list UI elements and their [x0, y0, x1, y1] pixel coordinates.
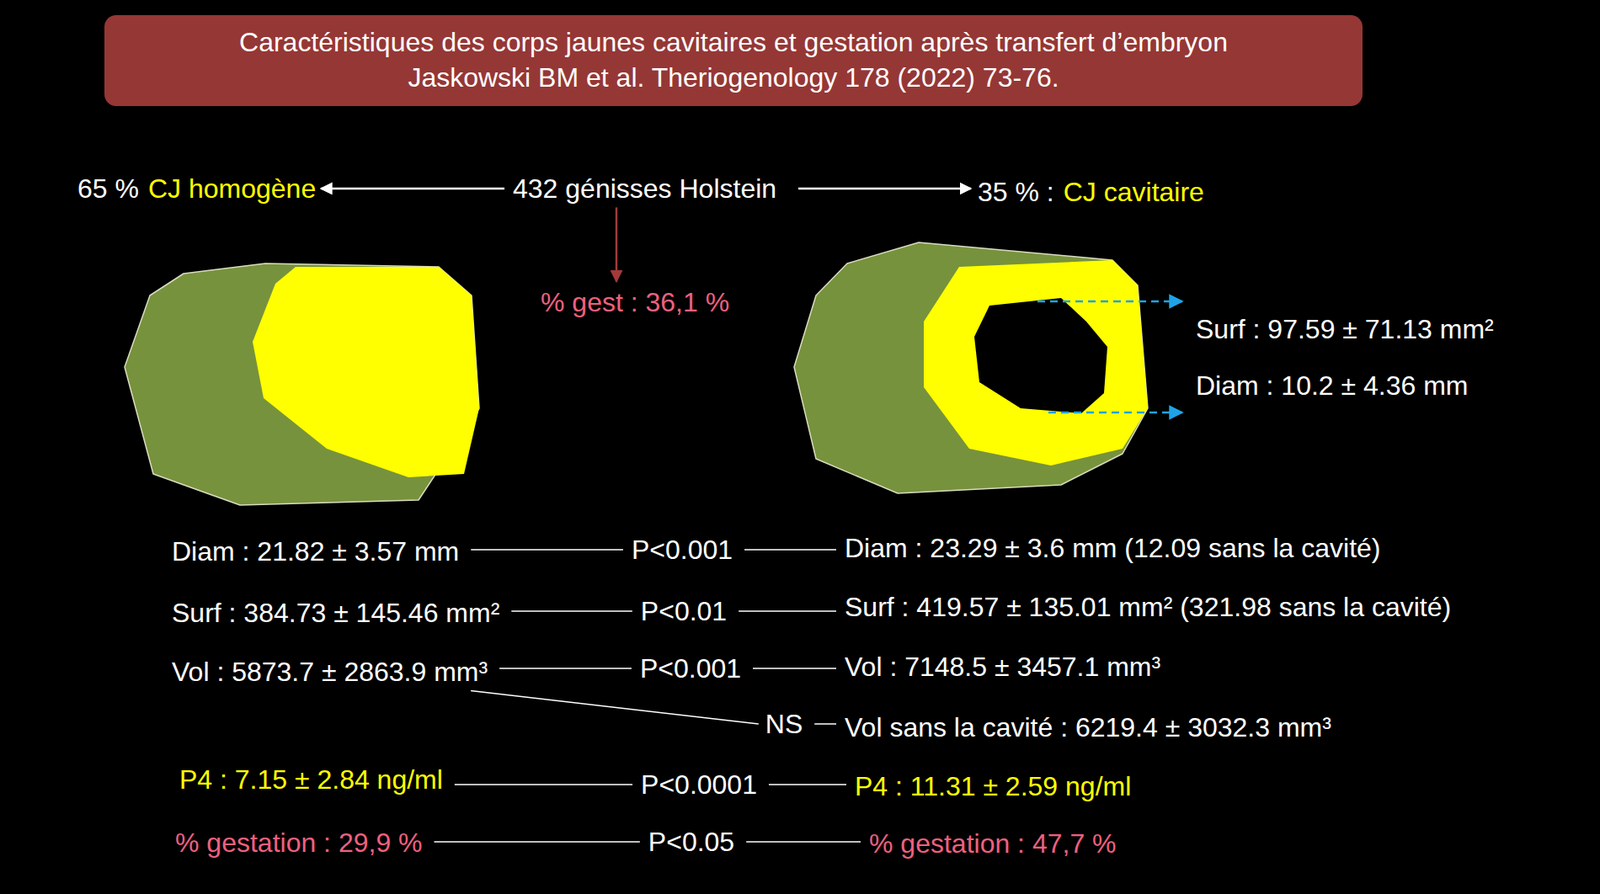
title-text: Caractéristiques des corps jaunes cavita…: [239, 25, 1228, 61]
value-label: % gestation : 47,7 %: [869, 828, 1117, 860]
p-value: P<0.0001: [640, 769, 758, 801]
comparison-line: [511, 610, 633, 613]
comparison-line: [738, 610, 837, 613]
value-label: Diam : 10.2 ± 4.36 mm: [1195, 370, 1468, 402]
title-banner: Caractéristiques des corps jaunes cavita…: [104, 15, 1363, 107]
p-value: P<0.01: [640, 596, 727, 628]
down-arrow: [615, 207, 619, 282]
split-arrow: [798, 187, 971, 191]
comparison-line: [454, 784, 633, 786]
value-label: Vol : 7148.5 ± 3457.1 mm³: [844, 651, 1161, 683]
dashed-pointer: [1037, 300, 1183, 304]
comparison-line: [744, 549, 837, 551]
dashed-pointer: [1048, 411, 1183, 415]
value-label: Diam : 23.29 ± 3.6 mm (12.09 sans la cav…: [844, 533, 1382, 565]
citation: Jaskowski BM et al. Theriogenology 178 (…: [407, 60, 1059, 96]
value-label: Vol : 5873.7 ± 2863.9 mm³: [171, 656, 488, 688]
value-label: Vol sans la cavité : 6219.4 ± 3032.3 mm³: [844, 712, 1332, 744]
ovary-left: [124, 263, 480, 506]
ovary-right: [794, 242, 1148, 494]
value-label: CJ cavitaire: [1063, 176, 1205, 208]
corpus-luteum-homogeneous: [252, 266, 480, 478]
comparison-line: [768, 784, 847, 786]
value-label: Surf : 97.59 ± 71.13 mm²: [1195, 314, 1494, 346]
comparison-line: [814, 723, 837, 726]
value-label: % gest : 36,1 %: [540, 287, 730, 319]
value-label: 65 %: [77, 173, 139, 205]
p-value: P<0.05: [648, 826, 735, 859]
value-label: 432 génisses Holstein: [512, 173, 777, 205]
p-value: P<0.001: [640, 653, 742, 685]
split-arrow: [320, 187, 505, 191]
cavity: [974, 298, 1108, 414]
comparison-line: [746, 841, 861, 843]
value-label: 35 % :: [977, 176, 1055, 208]
value-label: Diam : 21.82 ± 3.57 mm: [171, 536, 459, 568]
value-label: % gestation : 29,9 %: [175, 827, 423, 859]
value-label: Surf : 384.73 ± 145.46 mm²: [171, 597, 500, 630]
value-label: P4 : 7.15 ± 2.84 ng/ml: [179, 764, 443, 796]
p-value: P<0.001: [631, 534, 733, 566]
comparison-line: [499, 667, 632, 670]
comparison-line: [470, 549, 624, 551]
value-label: P4 : 11.31 ± 2.59 ng/ml: [854, 771, 1131, 803]
corpus-luteum-cavitary: [923, 260, 1148, 466]
comparison-line: [752, 667, 837, 670]
value-label: Surf : 419.57 ± 135.01 mm² (321.98 sans …: [844, 592, 1451, 624]
p-value: NS: [765, 709, 803, 741]
comparison-line: [470, 690, 759, 725]
value-label: CJ homogène: [148, 173, 316, 205]
comparison-line: [434, 841, 640, 843]
